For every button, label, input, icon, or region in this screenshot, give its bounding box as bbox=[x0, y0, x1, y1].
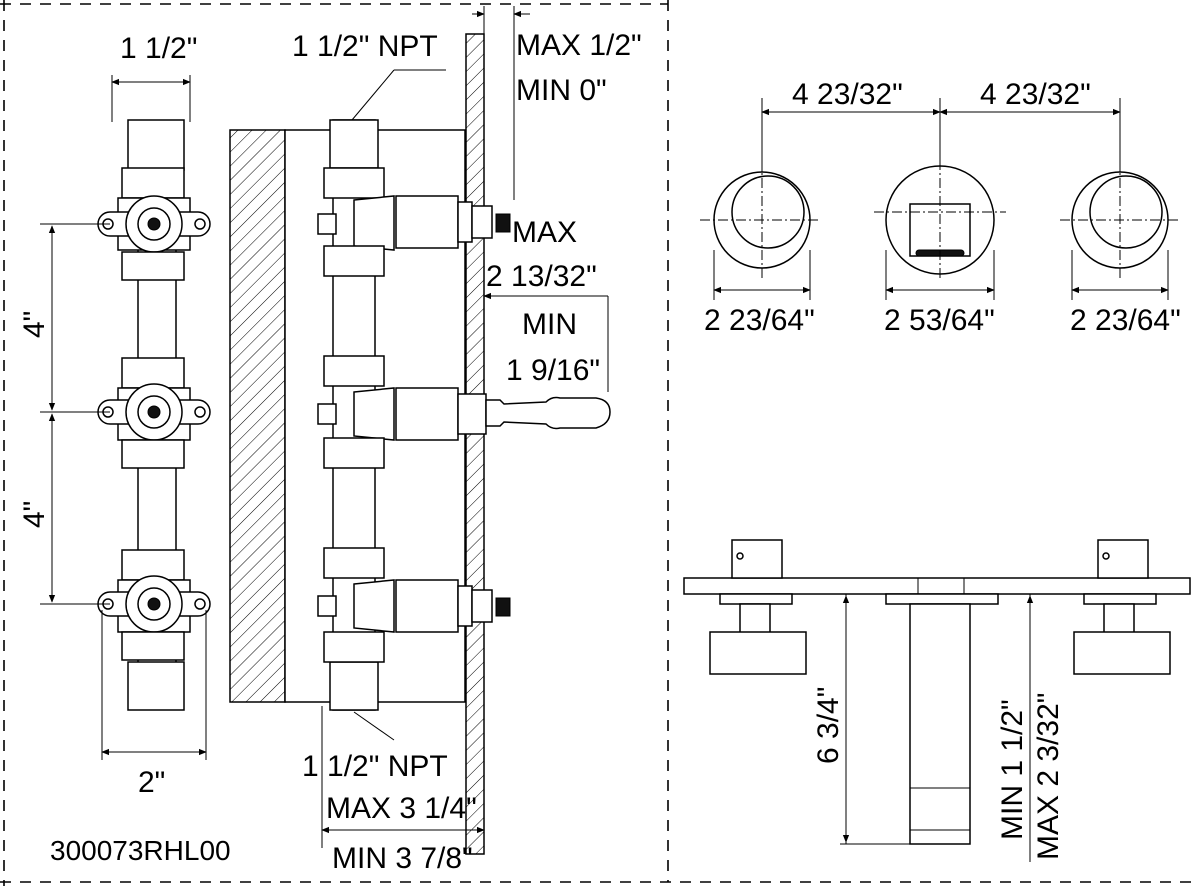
top-view: 4 23/32" 4 23/32" 2 23/64" 2 53/64" 2 23… bbox=[700, 78, 1181, 337]
model-code: 300073RHL00 bbox=[50, 835, 231, 866]
front-valve-middle bbox=[97, 357, 211, 469]
front-spacing-upper: 4" bbox=[18, 311, 51, 338]
side-valve-bottom bbox=[317, 547, 511, 663]
side-handle-min-value: 1 9/16" bbox=[506, 354, 600, 387]
front-bottom-width: 2" bbox=[138, 766, 165, 799]
top-spacing-right: 4 23/32" bbox=[980, 78, 1091, 111]
elevation-view: 6 3/4" MIN 1 1/2" MAX 2 3/32" bbox=[683, 539, 1191, 862]
top-diameter-right: 2 23/64" bbox=[1070, 304, 1181, 337]
side-inlet-top: 1 1/2" NPT bbox=[292, 30, 438, 63]
side-wall-max: MAX 1/2" bbox=[516, 29, 642, 62]
elevation-proj-max: MAX 2 3/32" bbox=[1032, 693, 1065, 860]
elevation-spout-length: 6 3/4" bbox=[812, 687, 845, 764]
front-top-width: 1 1/2" bbox=[120, 32, 197, 65]
front-spacing-lower: 4" bbox=[18, 501, 51, 528]
side-depth-max: MAX 3 1/4" bbox=[326, 792, 477, 825]
top-diameter-center: 2 53/64" bbox=[884, 304, 995, 337]
front-view: 1 1/2" 4" 4" 2" 300073RHL00 bbox=[18, 32, 231, 866]
side-wall-min: MIN 0" bbox=[516, 74, 607, 107]
side-handle-max-value: 2 13/32" bbox=[486, 260, 597, 293]
front-valve-bottom bbox=[97, 549, 211, 661]
top-spacing-left: 4 23/32" bbox=[792, 78, 903, 111]
side-valve-top bbox=[317, 167, 511, 277]
front-valve-top bbox=[97, 167, 211, 281]
side-depth-min: MIN 3 7/8" bbox=[332, 842, 473, 875]
side-view: 1 1/2" NPT MAX 1/2" MIN 0" MAX 2 13/32" … bbox=[229, 6, 642, 875]
side-handle-min-label: MIN bbox=[522, 308, 577, 341]
side-inlet-bottom: 1 1/2" NPT bbox=[302, 750, 448, 783]
side-handle-max-label: MAX bbox=[512, 216, 577, 249]
elevation-proj-min: MIN 1 1/2" bbox=[996, 699, 1029, 840]
side-valve-middle bbox=[317, 355, 611, 469]
top-diameter-left: 2 23/64" bbox=[704, 304, 815, 337]
